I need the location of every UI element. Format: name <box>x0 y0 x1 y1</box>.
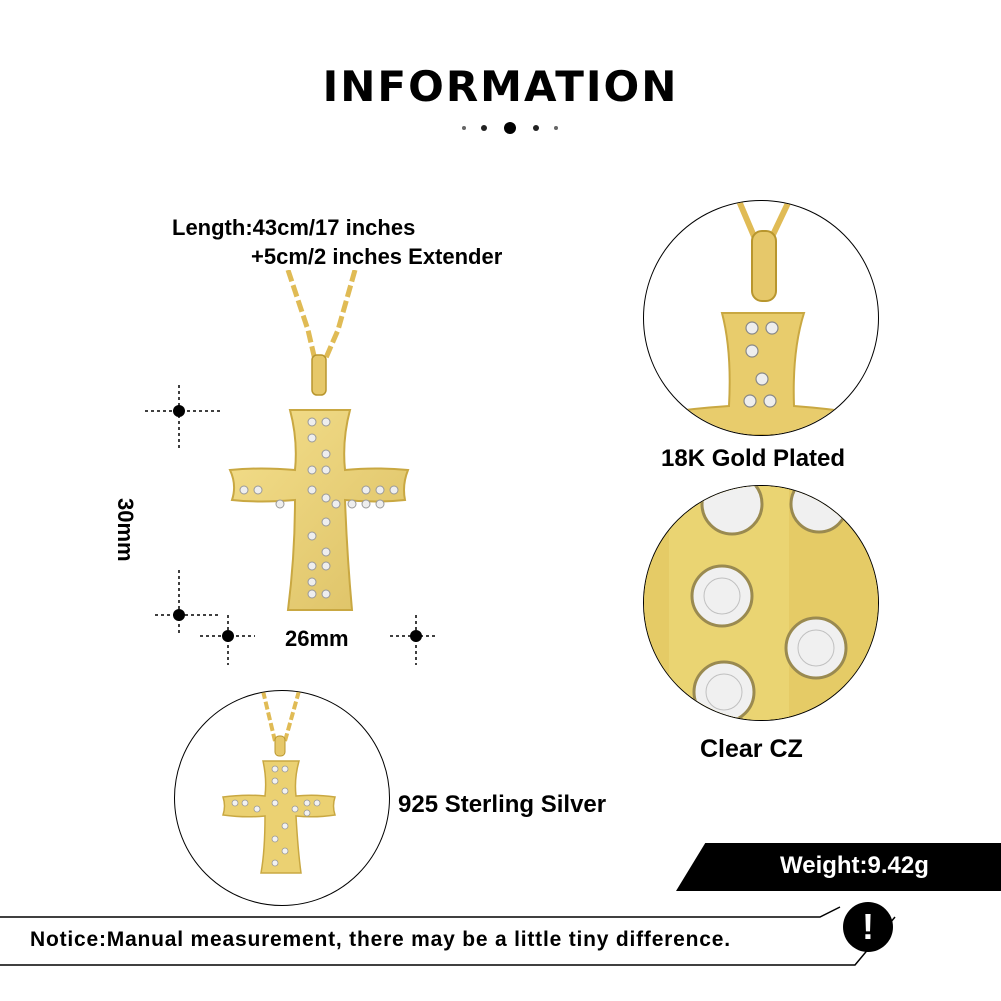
cross-pendant-image <box>228 270 410 611</box>
weight-banner <box>676 843 1001 891</box>
dots-divider-icon <box>462 122 558 134</box>
crosshair-icon <box>222 630 234 642</box>
crosshair-icon <box>410 630 422 642</box>
crosshair-icon <box>173 609 185 621</box>
dimension-markers <box>145 385 435 665</box>
page-title: INFORMATION <box>322 62 679 111</box>
pendant-small-image <box>222 691 336 874</box>
weight-label: Weight:9.42g <box>780 852 929 879</box>
gold-plated-label: 18K Gold Plated <box>661 445 846 472</box>
width-label: 26mm <box>285 626 349 651</box>
crosshair-icon <box>173 405 185 417</box>
clear-cz-label: Clear CZ <box>700 735 803 763</box>
clear-cz-circle <box>643 485 879 721</box>
notice-text: Notice:Manual measurement, there may be … <box>30 928 731 951</box>
pendant-top-image <box>644 201 878 435</box>
exclamation-icon: ! <box>843 902 893 952</box>
length-text: Length:43cm/17 inches <box>172 215 416 240</box>
extender-text: +5cm/2 inches Extender <box>251 244 503 269</box>
sterling-silver-circle <box>174 690 390 906</box>
stones-closeup-image <box>644 486 878 720</box>
gold-plated-circle <box>643 200 879 436</box>
material-label: 925 Sterling Silver <box>398 791 607 818</box>
height-label: 30mm <box>113 498 138 562</box>
